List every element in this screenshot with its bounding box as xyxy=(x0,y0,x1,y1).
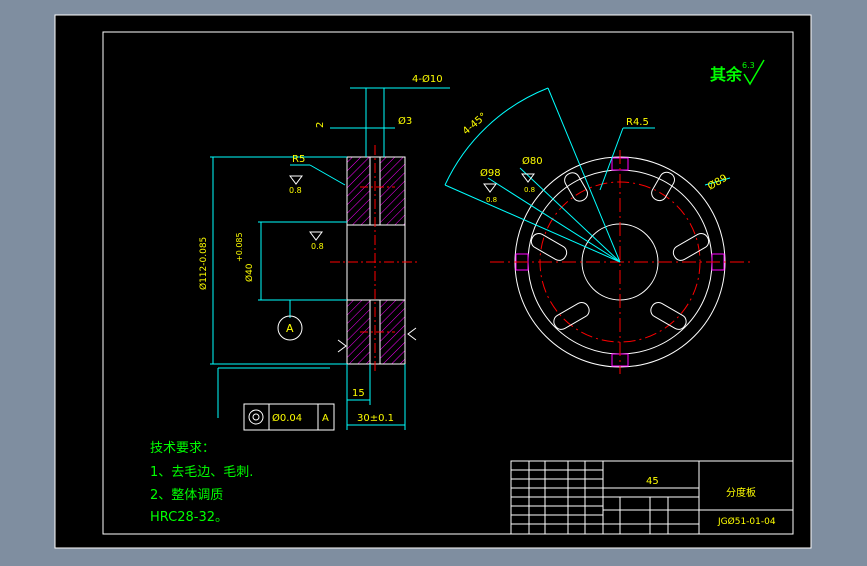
svg-text:2、整体调质: 2、整体调质 xyxy=(150,488,223,503)
dim-r5: R5 xyxy=(292,154,305,165)
roughness-symbols xyxy=(289,175,417,353)
rough-inner: 0.8 xyxy=(311,242,324,251)
svg-text:0.8: 0.8 xyxy=(486,196,497,204)
tolerance-frame: Ø0.04 A xyxy=(243,403,335,431)
title-block xyxy=(510,460,794,535)
front-view xyxy=(444,87,750,374)
svg-text:Ø0.04: Ø0.04 xyxy=(272,412,302,424)
svg-text:HRC28-32。: HRC28-32。 xyxy=(150,510,228,525)
datum-circle xyxy=(277,315,303,341)
rough-r5: 0.8 xyxy=(289,186,302,195)
section-dimensions xyxy=(210,87,450,430)
dim-2: 2 xyxy=(315,122,326,128)
drawing-number: JGØ51-01-04 xyxy=(717,516,776,527)
sheet xyxy=(54,14,812,549)
section-view xyxy=(330,145,420,372)
part-name: 分度板 xyxy=(726,486,756,499)
svg-text:1、去毛边、毛刺.: 1、去毛边、毛刺. xyxy=(150,465,253,480)
dim-d80: Ø80 xyxy=(522,155,543,167)
svg-text:6.3: 6.3 xyxy=(742,61,755,70)
svg-text:0.8: 0.8 xyxy=(524,186,535,194)
svg-text:A: A xyxy=(322,413,329,424)
drawing-border xyxy=(102,31,794,535)
title-block-texts: 45 分度板 JGØ51-01-04 xyxy=(646,476,776,527)
dim-30: 30±0.1 xyxy=(357,413,394,424)
material: 45 xyxy=(646,476,659,487)
roughness-note: 其余 6.3 xyxy=(710,59,765,86)
section-dim-texts: 4-Ø10 Ø3 2 R5 Ø112-0.085 Ø40 +0.085 15 3… xyxy=(198,73,443,424)
dim-15: 15 xyxy=(352,388,365,399)
tech-requirements: 技术要求： 1、去毛边、毛刺. 2、整体调质 HRC28-32。 xyxy=(150,441,253,525)
dim-d98: Ø98 xyxy=(480,167,501,179)
dim-r45: R4.5 xyxy=(626,117,649,128)
dim-inner-tol: +0.085 xyxy=(235,232,244,262)
svg-text:技术要求：: 技术要求： xyxy=(150,441,215,456)
dim-inner: Ø40 xyxy=(244,263,255,282)
roughness-labels: 0.8 0.8 xyxy=(289,186,324,251)
dim-hole-small: Ø3 xyxy=(398,115,412,127)
datum-label: A xyxy=(286,322,294,335)
dim-outer: Ø112-0.085 xyxy=(198,237,209,290)
svg-text:其余: 其余 xyxy=(710,65,743,84)
dim-holes-top: 4-Ø10 xyxy=(412,73,443,85)
